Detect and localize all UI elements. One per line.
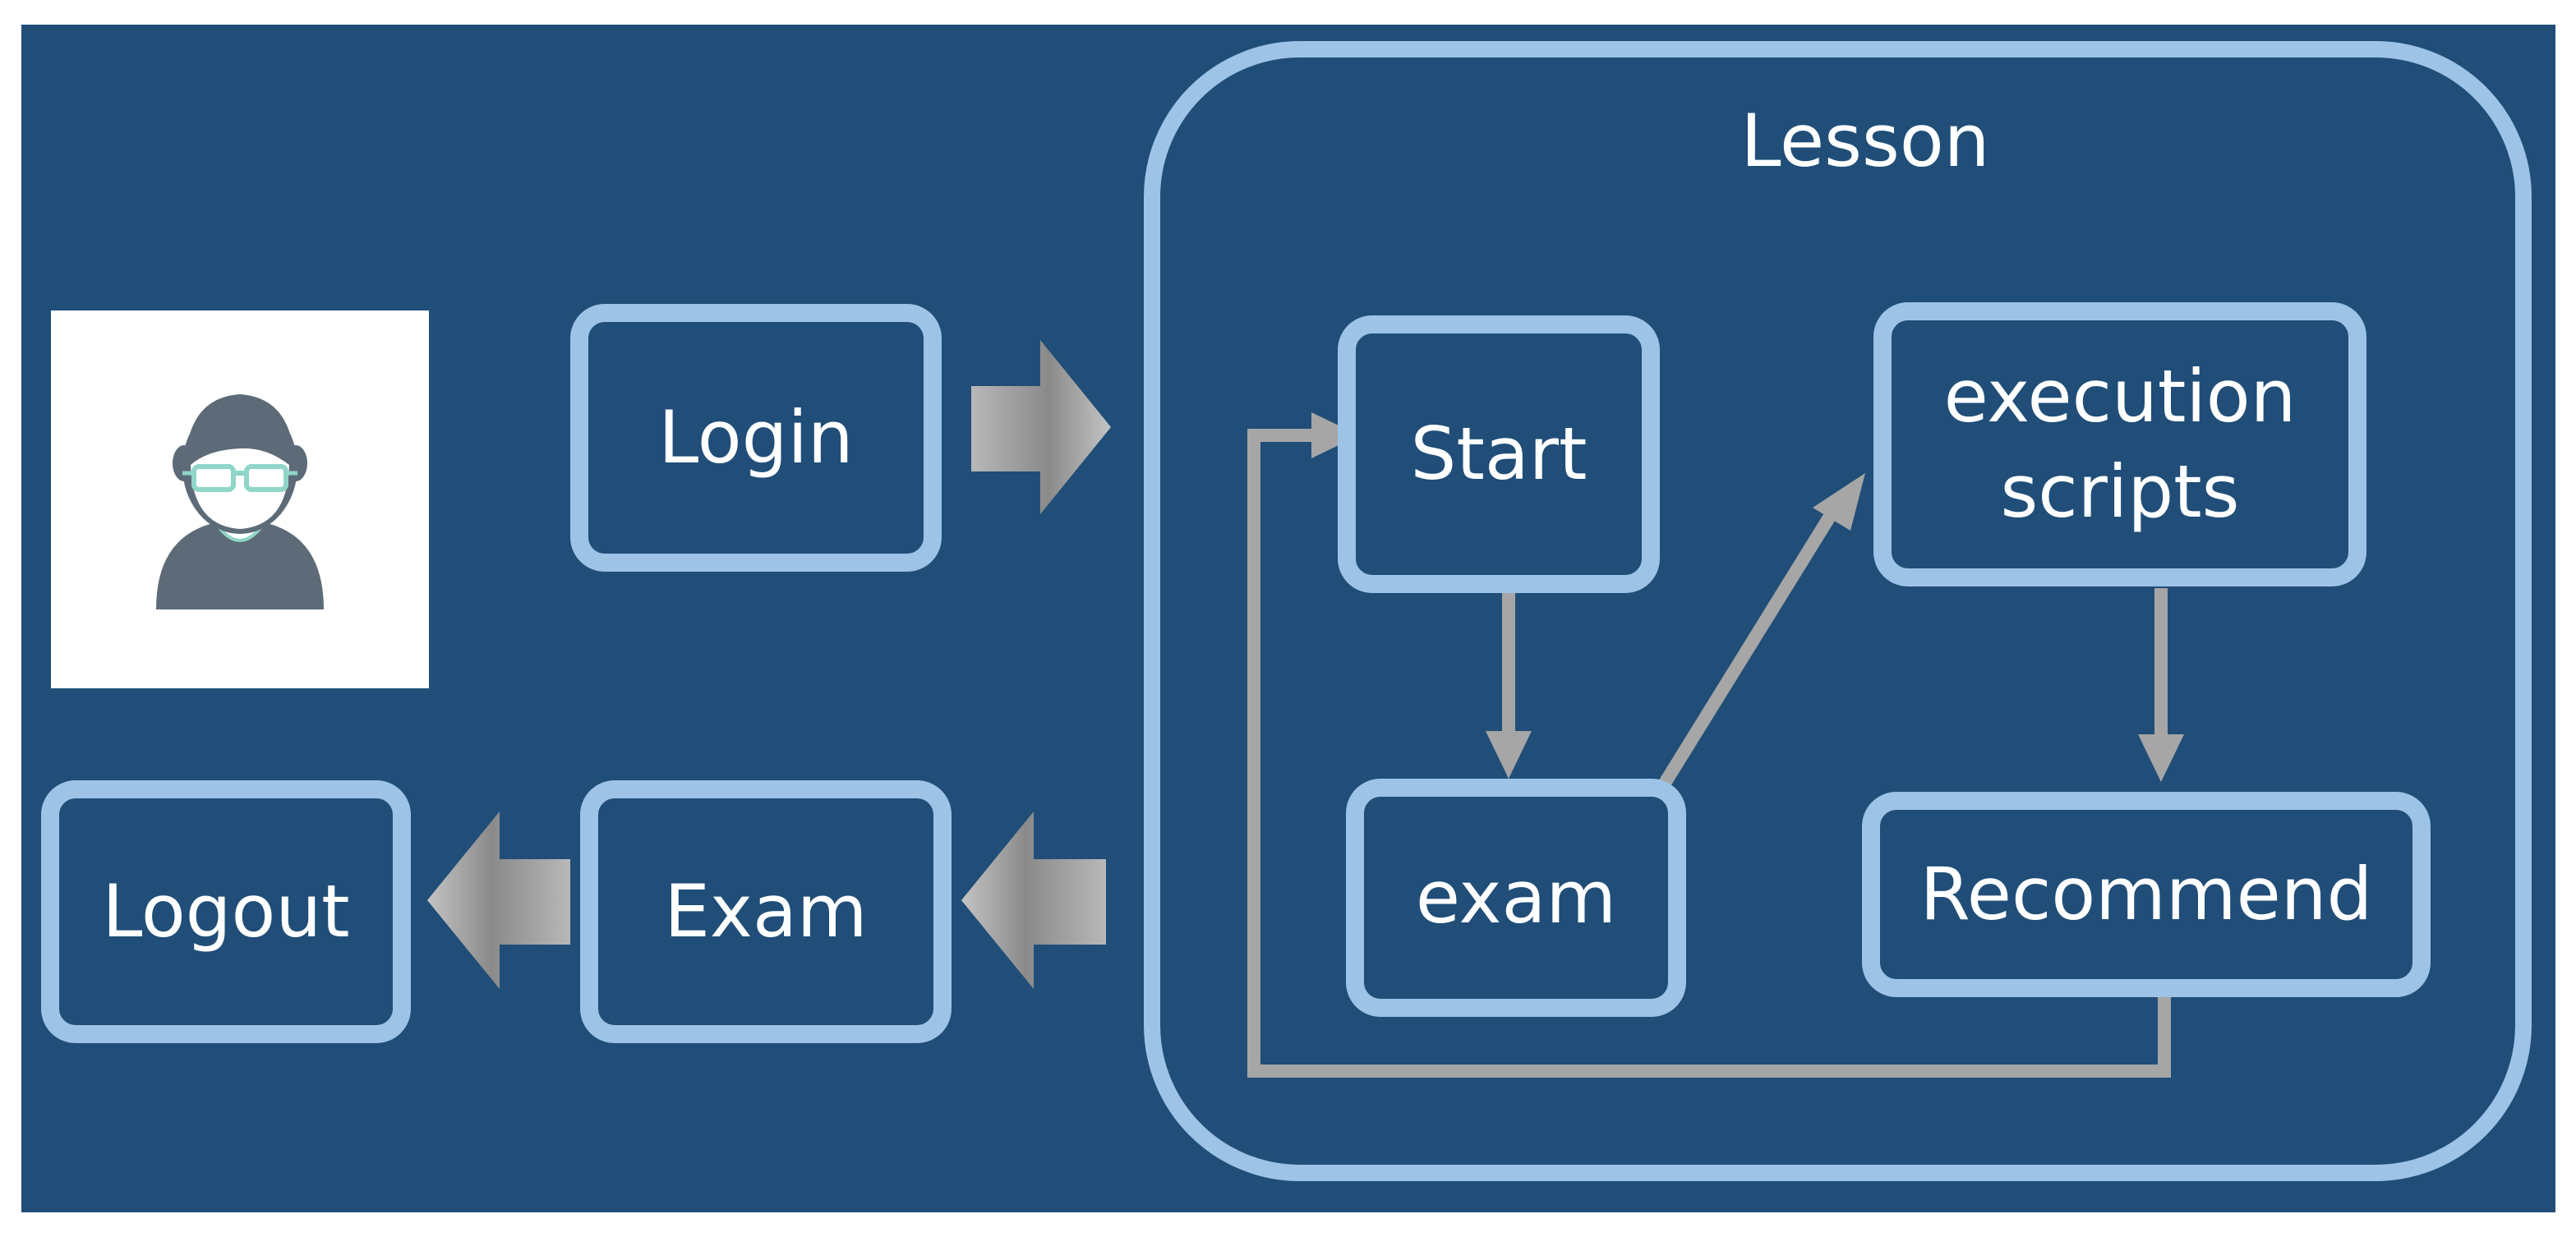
recommend-label: Recommend	[1919, 851, 2373, 936]
exam-to-execution-arrowhead	[1813, 473, 1865, 531]
diagram-background	[21, 25, 2555, 1212]
execution-scripts-label: execution scripts	[1943, 353, 2297, 534]
lesson-exam-label: exam	[1415, 854, 1617, 940]
login-box: Login	[570, 304, 942, 572]
start-label: Start	[1410, 411, 1588, 496]
exam-label: Exam	[664, 868, 868, 954]
exam-to-execution-connector	[1656, 500, 1843, 793]
start-box: Start	[1338, 315, 1660, 593]
loop-to-start-arrowhead	[1311, 412, 1359, 458]
recommend-loop-connector	[1247, 429, 2171, 1078]
exam-to-logout-arrow	[427, 812, 570, 989]
user-icon-card	[51, 310, 429, 688]
lesson-exam-box: exam	[1346, 779, 1686, 1017]
logout-label: Logout	[102, 868, 350, 954]
start-to-exam-arrowhead	[1486, 731, 1532, 779]
login-to-lesson-arrow	[971, 340, 1111, 514]
execution-scripts-box: execution scripts	[1873, 302, 2366, 586]
lesson-title: Lesson	[1740, 99, 1990, 183]
lesson-to-exam-arrow	[961, 812, 1106, 989]
execution-to-recommend-arrowhead	[2138, 734, 2184, 782]
lesson-container	[1144, 41, 2532, 1181]
login-label: Login	[658, 394, 854, 480]
logout-box: Logout	[41, 780, 411, 1043]
recommend-box: Recommend	[1862, 792, 2431, 997]
exam-box: Exam	[580, 780, 952, 1043]
user-avatar-icon	[156, 394, 324, 609]
